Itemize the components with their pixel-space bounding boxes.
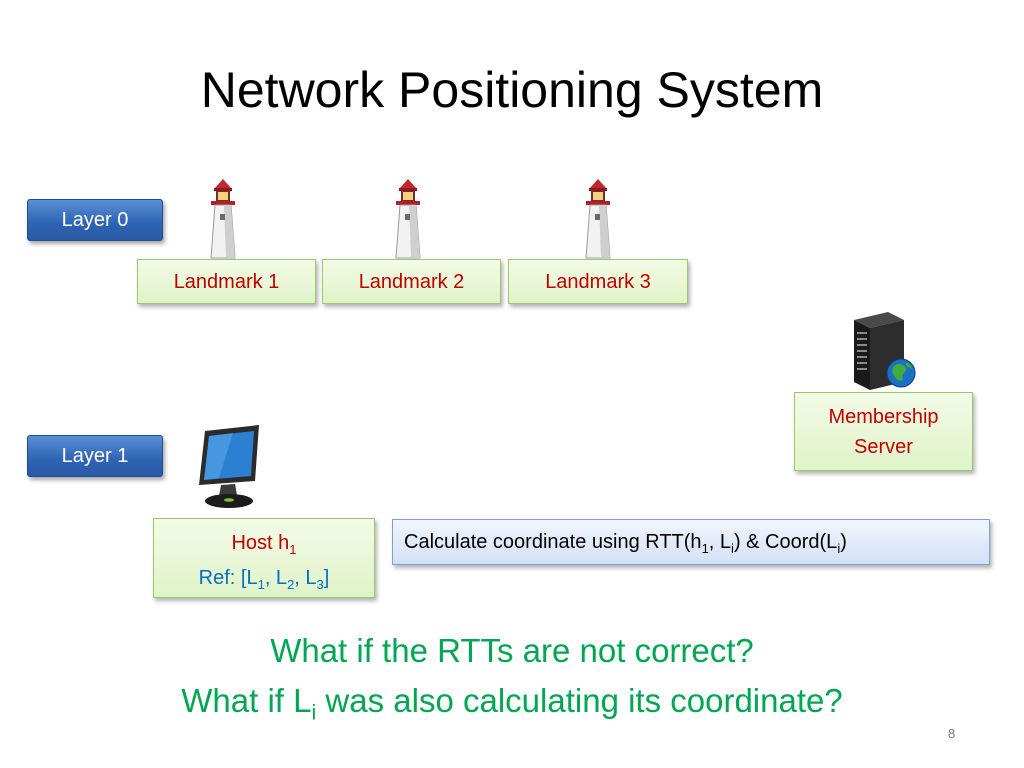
server-globe-icon [854,312,916,390]
question-1: What if the RTTs are not correct? [270,632,754,669]
membership-server-line1: Membership [828,406,939,428]
calculation-box: Calculate coordinate using RTT(h1, Li) &… [392,519,990,565]
membership-server-line2: Server [854,436,913,458]
lighthouse-icon [395,179,421,259]
landmark-2-box: Landmark 2 [322,259,501,304]
host-label: Host h1 [231,532,297,557]
monitor-icon [199,425,259,508]
lighthouse-icon [585,179,611,259]
question-2: What if Li was also calculating its coor… [181,682,843,725]
landmark-3-box: Landmark 3 [508,259,688,304]
host-box: Host h1 Ref: [L1, L2, L3] [153,518,375,598]
landmark-1-box: Landmark 1 [137,259,316,304]
lighthouse-icon [210,179,236,259]
layer-1-label: Layer 1 [27,435,163,477]
page-number: 8 [948,726,956,741]
membership-server-box: Membership Server [794,392,973,471]
slide-title: Network Positioning System [200,62,824,118]
host-ref-list: Ref: [L1, L2, L3] [198,567,330,592]
layer-0-label: Layer 0 [27,199,163,241]
